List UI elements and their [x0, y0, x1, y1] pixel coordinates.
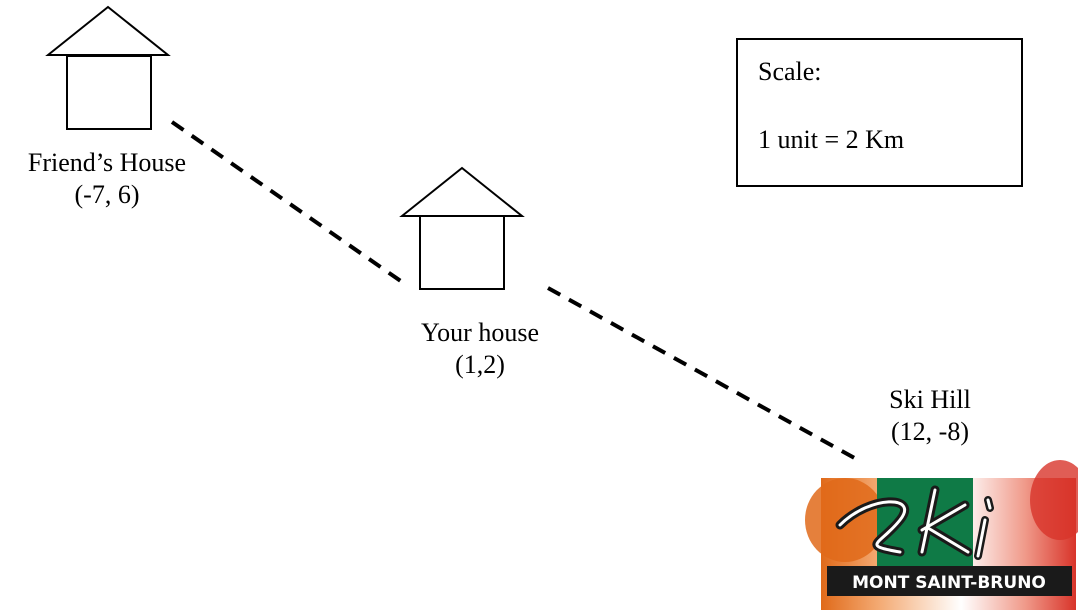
ski-logo-text: MONT SAINT-BRUNO: [852, 573, 1046, 593]
friend-house-icon: [45, 5, 171, 130]
route-your-house-to-ski-hill: [547, 286, 859, 462]
scale-box: Scale: 1 unit = 2 Km: [736, 38, 1023, 187]
friend-house-name: Friend’s House: [27, 148, 187, 177]
scale-value: 1 unit = 2 Km: [758, 125, 905, 154]
your-house-icon: [399, 166, 525, 290]
ski-hill-name: Ski Hill: [889, 385, 971, 414]
your-house-coords: (1,2): [455, 350, 505, 379]
your-house-label: Your house (1,2): [380, 317, 580, 381]
ski-hill-label: Ski Hill (12, -8): [850, 384, 1010, 448]
friend-house-label: Friend’s House (-7, 6): [2, 147, 212, 211]
ski-hill-coords: (12, -8): [891, 417, 969, 446]
ski-hill-logo: MONT SAINT-BRUNO: [805, 460, 1078, 610]
scale-title: Scale:: [758, 57, 822, 86]
your-house-name: Your house: [421, 318, 539, 347]
friend-house-coords: (-7, 6): [74, 180, 140, 209]
